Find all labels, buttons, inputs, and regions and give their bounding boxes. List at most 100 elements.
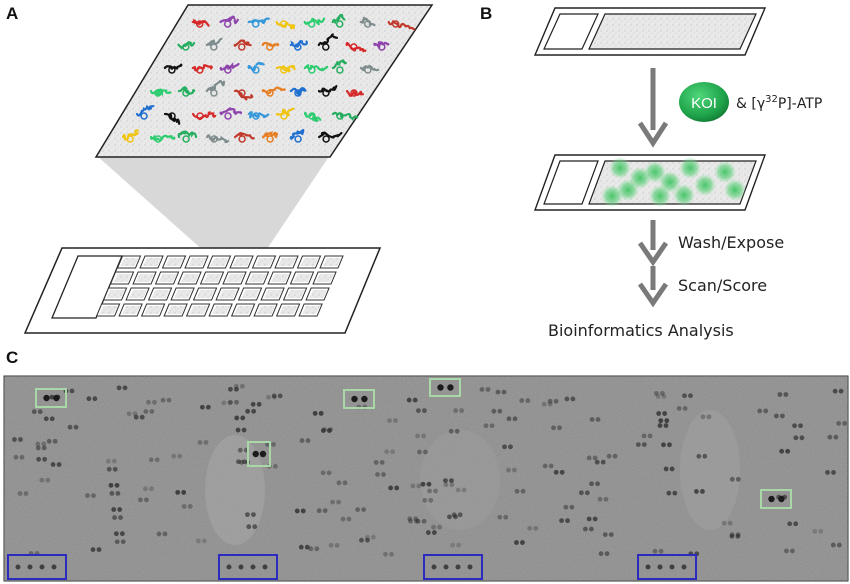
radiograph-spot	[105, 458, 111, 464]
chip-well-fill	[302, 306, 321, 314]
panel-a-letter: A	[6, 4, 18, 23]
chip-well-fill	[248, 274, 267, 282]
radiograph-spot	[654, 390, 659, 396]
koi-label: KOI	[691, 95, 717, 112]
radiograph-spot	[116, 385, 122, 391]
radiograph-spot	[245, 408, 251, 414]
squiggle-protein-icon	[154, 89, 162, 97]
panel-c-letter: C	[6, 348, 18, 367]
radiograph-spot	[18, 437, 23, 442]
squiggle-protein-icon	[191, 19, 210, 27]
radiograph-spot	[85, 493, 90, 498]
radiograph-spot	[595, 417, 601, 422]
radiograph-spot	[836, 542, 842, 548]
radiograph-spot	[455, 487, 461, 493]
radiograph-spot	[830, 542, 836, 548]
chip-well-fill	[286, 290, 305, 298]
chip-well-fill	[165, 258, 184, 266]
radiograph-spot	[503, 514, 509, 520]
reference-spot	[657, 564, 663, 570]
kinase-glow	[714, 161, 736, 183]
atp-label: & [γ32P]-ATP	[736, 94, 822, 112]
radiograph-spot	[69, 388, 75, 394]
reference-spot	[669, 564, 675, 570]
radiograph-spot	[117, 507, 123, 512]
radiograph-spot	[308, 546, 314, 552]
chip-well-fill	[293, 274, 312, 282]
squiggle-protein-icon	[261, 131, 279, 139]
radiograph-spot	[113, 531, 119, 537]
radiograph-spot	[393, 418, 398, 423]
radiograph-spot	[416, 483, 422, 489]
radiograph-spot	[162, 531, 168, 537]
down-arrow-icon	[637, 220, 669, 267]
squiggle-protein-icon	[168, 112, 176, 120]
radiograph-spot	[228, 386, 233, 392]
reference-spot	[681, 564, 687, 570]
radiograph-spot	[37, 409, 43, 415]
radiograph-spot	[520, 540, 525, 545]
chip-well-fill	[300, 258, 319, 266]
radiograph-spot	[602, 532, 608, 538]
radiograph-spot	[45, 477, 51, 483]
radiograph-spot	[491, 408, 497, 414]
radiograph-spot	[787, 521, 793, 527]
radiograph-spot	[664, 418, 670, 424]
radiograph-spot	[406, 397, 412, 403]
radiograph-spot	[86, 396, 92, 402]
squiggle-protein-icon	[182, 43, 190, 51]
radiograph-spot	[694, 489, 699, 494]
radiograph-spot	[832, 388, 838, 394]
radiograph-spot	[383, 551, 388, 557]
squiggle-protein-icon	[224, 112, 232, 120]
radiograph-spot	[154, 457, 160, 463]
squiggle-protein-icon	[238, 43, 246, 51]
chip-well-fill	[219, 290, 238, 298]
bioinformatics-label: Bioinformatics Analysis	[548, 321, 734, 340]
squiggle-protein-icon	[345, 89, 364, 97]
radiograph-spot	[73, 424, 79, 430]
radiograph-spot	[497, 514, 503, 520]
down-arrow-icon	[637, 266, 669, 308]
radiograph-spot	[422, 408, 427, 414]
radiograph-spot	[112, 466, 118, 472]
squiggle-protein-icon	[308, 66, 316, 74]
squiggle-protein-icon	[210, 135, 218, 143]
squiggle-protein-icon	[177, 86, 196, 95]
radiograph-spot	[423, 449, 428, 455]
strong-signal-spot	[447, 384, 454, 391]
radiograph-spot	[672, 490, 678, 496]
blue-reference-box	[7, 554, 67, 580]
radiograph-spot	[13, 454, 19, 460]
radiograph-spot	[415, 433, 421, 439]
radiograph-spot	[641, 433, 647, 439]
radiograph-spot	[35, 441, 41, 447]
radiograph-spot	[541, 401, 547, 407]
radiograph-spot	[42, 456, 48, 462]
radiograph-spot	[827, 434, 833, 440]
radiograph-spot	[241, 427, 247, 433]
chip-well-fill	[278, 258, 297, 266]
kinase-glow	[601, 185, 623, 207]
squiggle-protein-icon	[154, 135, 162, 143]
squiggle-protein-icon	[322, 135, 330, 143]
radiograph-spot	[584, 490, 590, 496]
squiggle-protein-icon	[234, 131, 255, 140]
radiograph-spot	[120, 539, 126, 545]
radiograph-spot	[201, 538, 207, 544]
radiograph-spot	[582, 526, 588, 532]
squiggle-protein-icon	[195, 20, 204, 28]
radiograph-spot	[635, 442, 641, 448]
chip-well-fill	[212, 306, 231, 314]
radiograph-spot	[19, 454, 25, 460]
squiggle-protein-icon	[317, 85, 338, 93]
radiograph-spot	[818, 528, 824, 534]
radiograph-spot	[702, 453, 708, 459]
radiograph-spot	[355, 507, 361, 513]
squiggle-protein-icon	[210, 43, 218, 51]
radiograph-spot	[453, 514, 458, 520]
radiograph-spot	[342, 480, 348, 486]
radiograph-spot	[542, 463, 548, 469]
panel-a: A	[6, 4, 434, 334]
squiggle-protein-icon	[307, 20, 316, 28]
